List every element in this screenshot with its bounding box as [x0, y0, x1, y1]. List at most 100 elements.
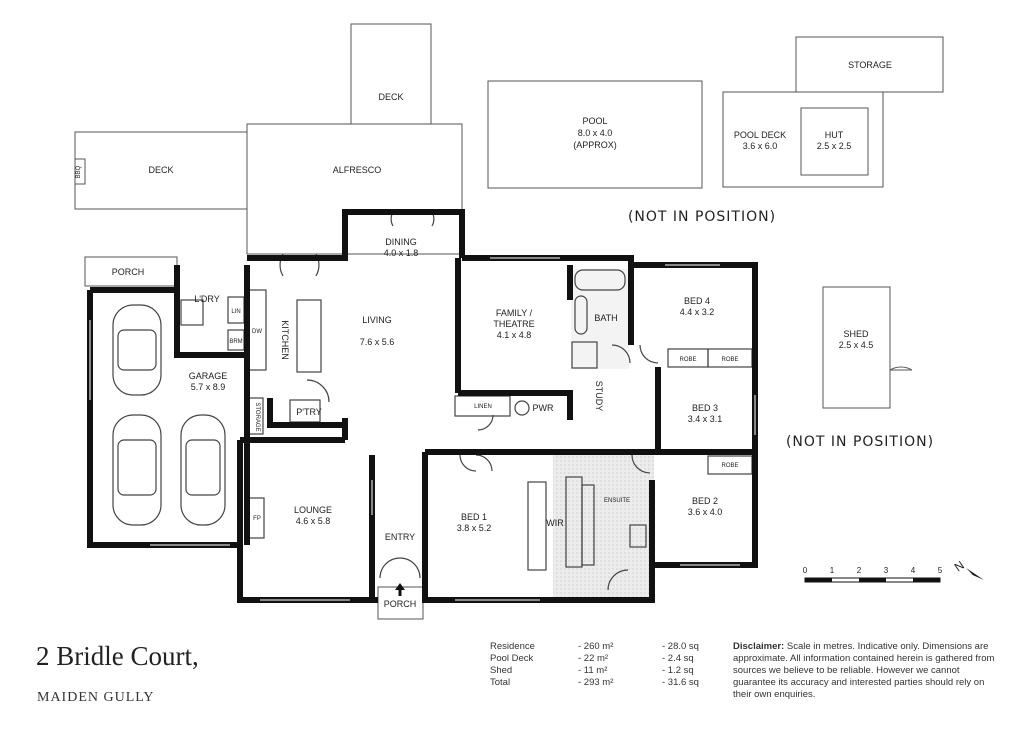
label-dw: DW — [252, 329, 262, 335]
label-shed: SHED — [843, 329, 869, 339]
label-hut-size: 2.5 x 2.5 — [817, 141, 852, 151]
label-wir: WIR — [546, 518, 564, 528]
label-dining-size: 4.0 x 1.8 — [384, 248, 419, 258]
label-fp: FP — [253, 516, 261, 522]
label-brm: BRM — [229, 339, 242, 345]
label-ensuite: ENSUITE — [604, 498, 630, 504]
scale-tick-2: 2 — [857, 566, 862, 575]
label-living-size: 7.6 x 5.6 — [360, 337, 395, 347]
not-in-position-shed: (NOT IN POSITION) — [786, 434, 934, 450]
area-name: Total — [490, 677, 511, 688]
label-family: FAMILY / — [496, 308, 533, 318]
label-storage: STORAGE — [848, 60, 892, 70]
shed — [822, 286, 891, 409]
label-pool-deck-size: 3.6 x 6.0 — [743, 141, 778, 151]
scale-bar: 0 1 2 3 4 5 — [803, 566, 943, 583]
area-sqm: - 22 m² — [578, 653, 609, 664]
room-labels: DECK DECK BBQ ALFRESCO POOL 8.0 x 4.0 (A… — [76, 60, 934, 609]
label-deck-top: DECK — [378, 92, 403, 102]
label-bath: BATH — [594, 313, 617, 323]
label-living: LIVING — [362, 315, 392, 325]
bbq — [74, 158, 86, 185]
alfresco — [246, 123, 463, 255]
label-bed4-size: 4.4 x 3.2 — [680, 307, 715, 317]
label-storage-small: STORAGE — [254, 402, 260, 431]
area-row: Shed - 11 m² - 1.2 sq — [490, 665, 730, 677]
hut — [800, 107, 869, 176]
area-sq: - 28.0 sq — [662, 641, 699, 652]
label-pool-deck: POOL DECK — [734, 130, 786, 140]
label-robe-3: ROBE — [721, 463, 738, 469]
north-arrow-icon: N — [952, 558, 984, 580]
label-bbq: BBQ — [76, 165, 82, 178]
area-sqm: - 11 m² — [578, 665, 608, 676]
shed-door — [889, 366, 913, 371]
pool — [487, 80, 703, 189]
label-garage: GARAGE — [189, 371, 228, 381]
label-dining: DINING — [385, 237, 417, 247]
label-pool-note: (APPROX) — [573, 140, 617, 150]
not-in-position-pool: (NOT IN POSITION) — [628, 209, 776, 225]
label-family-size: 4.1 x 4.8 — [497, 330, 532, 340]
area-sq: - 1.2 sq — [662, 665, 694, 676]
label-alfresco: ALFRESCO — [333, 165, 382, 175]
area-row: Total - 293 m² - 31.6 sq — [490, 677, 730, 689]
area-sq: - 31.6 sq — [662, 677, 699, 688]
windows — [89, 257, 756, 601]
label-study: STUDY — [594, 381, 604, 412]
scale-tick-1: 1 — [830, 566, 835, 575]
label-kitchen: KITCHEN — [280, 320, 290, 360]
area-sqm: - 293 m² — [578, 677, 614, 688]
interior-lines — [112, 211, 753, 591]
label-robe-1: ROBE — [679, 357, 696, 363]
label-lounge: LOUNGE — [294, 505, 332, 515]
area-sqm: - 260 m² — [578, 641, 614, 652]
bath-floor — [571, 269, 629, 369]
disclaimer-text: Scale in metres. Indicative only. Dimens… — [733, 641, 995, 700]
label-pool-size: 8.0 x 4.0 — [578, 128, 613, 138]
scale-tick-4: 4 — [911, 566, 916, 575]
north-label: N — [952, 558, 967, 574]
ensuite-floor — [553, 454, 654, 599]
area-name: Pool Deck — [490, 653, 534, 664]
scale-tick-3: 3 — [884, 566, 889, 575]
label-bed4: BED 4 — [684, 296, 710, 306]
area-name: Shed — [490, 665, 513, 676]
area-sq: - 2.4 sq — [662, 653, 694, 664]
label-bed3: BED 3 — [692, 403, 718, 413]
pool-deck — [722, 91, 884, 188]
label-porch-bottom: PORCH — [384, 599, 417, 609]
area-row: Pool Deck - 22 m² - 2.4 sq — [490, 653, 730, 665]
disclaimer-label: Disclaimer: — [733, 641, 785, 652]
label-bed3-size: 3.4 x 3.1 — [688, 414, 723, 424]
label-hut: HUT — [825, 130, 844, 140]
label-shed-size: 2.5 x 4.5 — [839, 340, 874, 350]
property-title: 2 Bridle Court, — [36, 641, 199, 671]
label-garage-size: 5.7 x 8.9 — [191, 382, 226, 392]
label-lin: LIN — [231, 309, 240, 315]
label-robe-2: ROBE — [721, 357, 738, 363]
scale-tick-5: 5 — [938, 566, 943, 575]
label-deck-left: DECK — [148, 165, 173, 175]
label-bed2: BED 2 — [692, 496, 718, 506]
outdoor-structures — [74, 23, 944, 620]
label-pantry: P'TRY — [296, 407, 322, 417]
area-name: Residence — [490, 641, 535, 652]
disclaimer: Disclaimer: Scale in metres. Indicative … — [733, 641, 995, 701]
label-bed1-size: 3.8 x 5.2 — [457, 523, 492, 533]
label-theatre: THEATRE — [493, 319, 534, 329]
label-entry: ENTRY — [385, 532, 415, 542]
label-laundry: L'DRY — [194, 294, 220, 304]
label-bed2-size: 3.6 x 4.0 — [688, 507, 723, 517]
deck-top — [350, 23, 432, 125]
label-pwr: PWR — [533, 403, 554, 413]
label-lounge-size: 4.6 x 5.8 — [296, 516, 331, 526]
label-bed1: BED 1 — [461, 512, 487, 522]
scale-tick-0: 0 — [803, 566, 808, 575]
area-row: Residence - 260 m² - 28.0 sq — [490, 641, 730, 653]
entry-arrow-icon — [395, 583, 405, 596]
label-pool: POOL — [582, 116, 607, 126]
area-table: Residence - 260 m² - 28.0 sq Pool Deck -… — [490, 641, 730, 689]
property-suburb: MAIDEN GULLY — [37, 690, 155, 705]
